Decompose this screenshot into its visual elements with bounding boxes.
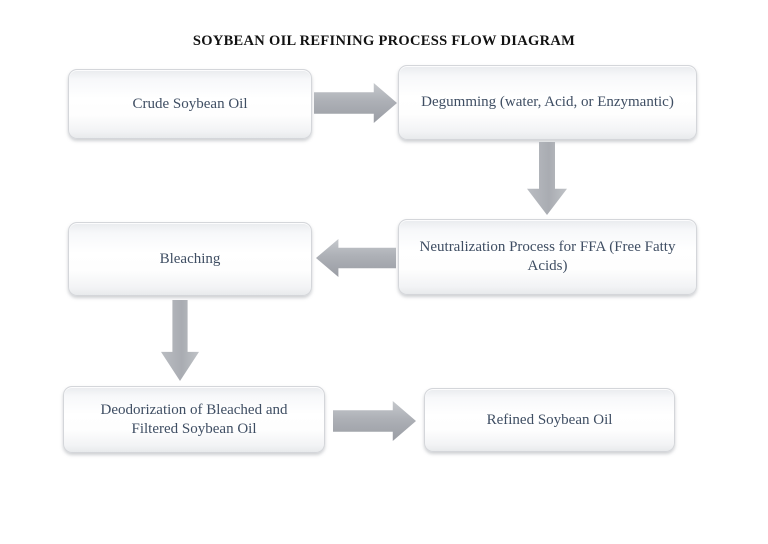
node-deodorization: Deodorization of Bleached and Filtered S… bbox=[63, 386, 325, 453]
arrow-down-icon bbox=[161, 300, 199, 381]
node-label: Refined Soybean Oil bbox=[486, 411, 613, 428]
node-label: Degumming (water, Acid, or Enzymantic) bbox=[421, 94, 674, 111]
page-title: SOYBEAN OIL REFINING PROCESS FLOW DIAGRA… bbox=[192, 33, 576, 49]
node-label: Neutralization Process for FFA (Free Fat… bbox=[419, 239, 676, 274]
arrow-down-icon bbox=[527, 142, 567, 215]
node-neutralization: Neutralization Process for FFA (Free Fat… bbox=[398, 219, 697, 295]
node-bleaching: Bleaching bbox=[68, 222, 312, 296]
node-label: Bleaching bbox=[159, 250, 221, 267]
node-label: Deodorization of Bleached and Filtered S… bbox=[100, 401, 288, 437]
arrow-left-icon bbox=[316, 239, 396, 277]
arrow-right-icon bbox=[333, 401, 416, 441]
node-refined-soybean-oil: Refined Soybean Oil bbox=[424, 388, 675, 452]
arrow-right-icon bbox=[314, 83, 397, 123]
node-label: Crude Soybean Oil bbox=[132, 95, 248, 112]
node-degumming: Degumming (water, Acid, or Enzymantic) bbox=[398, 65, 697, 140]
node-crude-soybean-oil: Crude Soybean Oil bbox=[68, 69, 312, 139]
